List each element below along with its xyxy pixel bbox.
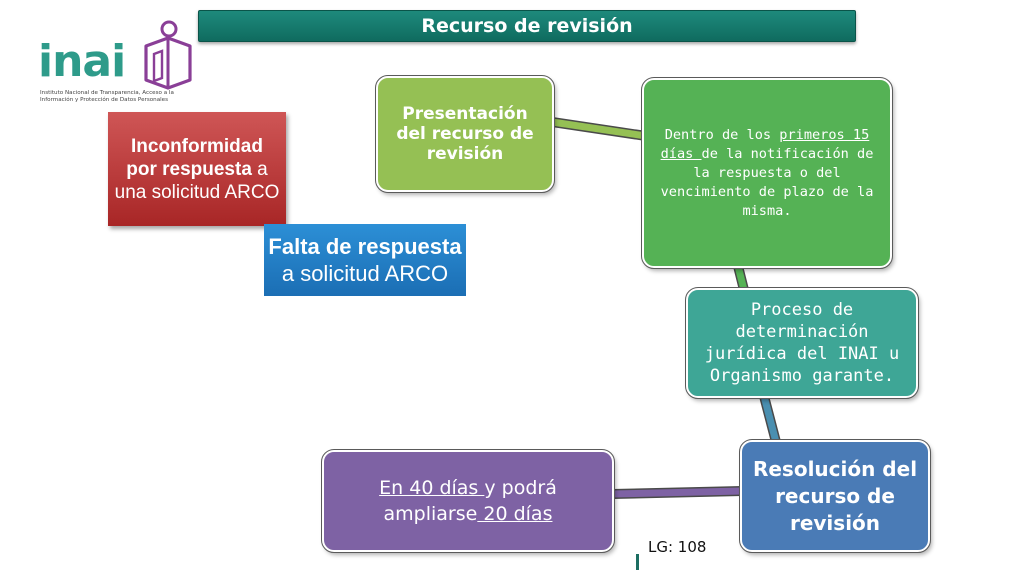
inai-figure-icon — [144, 20, 192, 90]
node-plazo: Dentro de los primeros 15 días de la not… — [641, 77, 893, 269]
presentacion-text: Presentación del recurso de revisión — [396, 104, 534, 164]
plazo-resolucion-mid: y podrá ampliarse — [383, 477, 557, 525]
inai-logo: inai Instituto Nacional de Transparencia… — [38, 18, 218, 114]
inconformidad-box: Inconformidad por respuesta a una solici… — [108, 112, 286, 226]
resolucion-text: Resolución del recurso de revisión — [752, 456, 918, 535]
node-presentacion: Presentación del recurso de revisión — [375, 75, 555, 193]
falta-respuesta-box: Falta de respuesta a solicitud ARCO — [264, 224, 466, 296]
plazo-post: de la notificación de la respuesta o del… — [660, 145, 874, 219]
inconformidad-bold: Inconformidad por respuesta — [126, 135, 263, 180]
falta-rest: a solicitud ARCO — [281, 261, 449, 286]
proceso-text: Proceso de determinación jurídica del IN… — [704, 300, 900, 386]
plazo-underlined: primeros 15 días — [660, 126, 870, 162]
node-resolucion: Resolución del recurso de revisión — [739, 439, 931, 553]
plazo-resolucion-u2: 20 días — [477, 503, 553, 525]
reference-marker — [636, 554, 639, 570]
logo-wordmark: inai — [38, 36, 126, 87]
node-proceso: Proceso de determinación jurídica del IN… — [685, 287, 919, 399]
falta-bold: Falta de respuesta — [268, 234, 462, 259]
slide-title: Recurso de revisión — [198, 10, 856, 42]
logo-subtitle: Instituto Nacional de Transparencia, Acc… — [40, 90, 174, 103]
plazo-pre: Dentro de los — [664, 126, 780, 143]
plazo-resolucion-u1: En 40 días — [379, 477, 485, 499]
inconformidad-rest: a una solicitud ARCO — [114, 158, 280, 203]
legal-reference: LG: 108 — [648, 538, 707, 556]
node-plazo-resolucion: En 40 días y podrá ampliarse 20 días — [321, 449, 615, 553]
